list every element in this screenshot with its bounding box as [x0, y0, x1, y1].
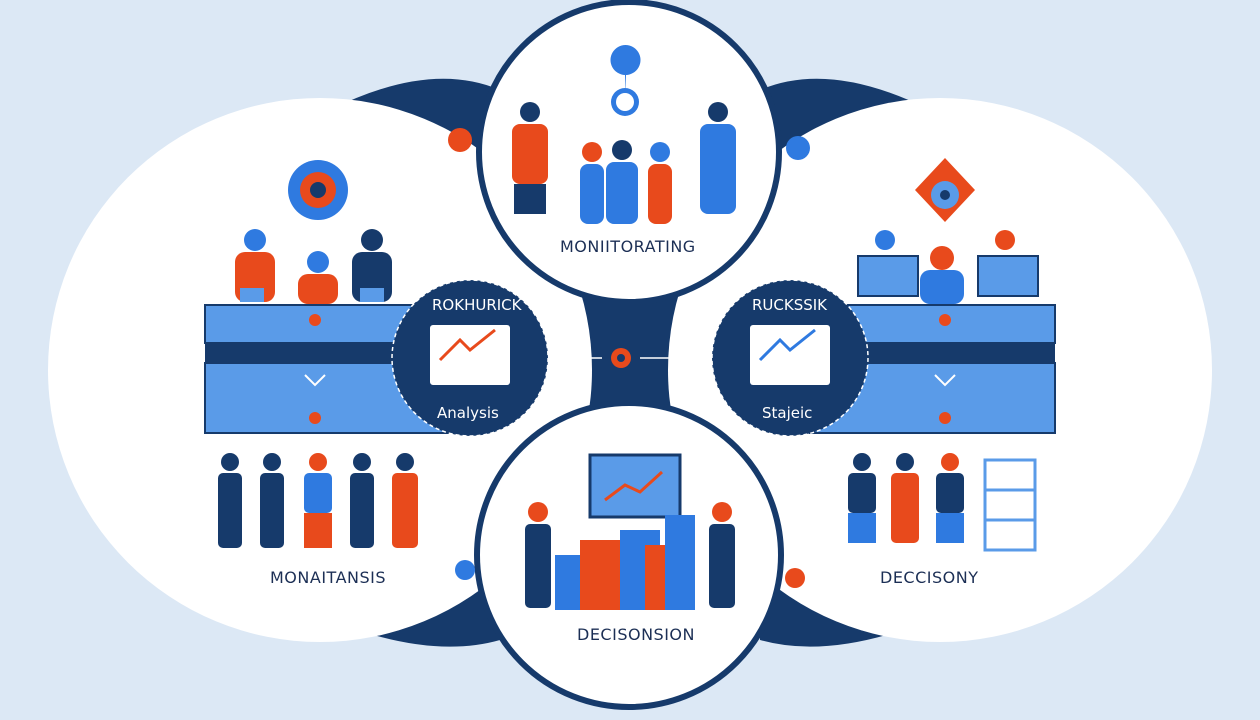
hub-right-title: RUCKSSIK — [752, 296, 828, 314]
flower-icon — [786, 136, 810, 160]
label-left: MONAITANSIS — [270, 568, 386, 587]
hub-left-caption: Analysis — [437, 404, 499, 422]
right-seated-people — [857, 230, 1039, 304]
label-right: DECCISONY — [880, 568, 978, 587]
top-people — [512, 45, 736, 224]
flower-icon — [455, 560, 475, 580]
left-seated-people — [235, 229, 392, 304]
right-standing-people — [848, 453, 1037, 552]
target-icon — [915, 158, 975, 222]
hub-right-caption: Stajeic — [762, 404, 812, 422]
label-bottom: DECISONSION — [577, 625, 695, 644]
flower-icon — [448, 128, 472, 152]
label-top: MONIITORATING — [560, 237, 696, 256]
network-icon — [288, 160, 348, 220]
hub-left-title: ROKHURICK — [432, 296, 523, 314]
left-standing-people — [218, 453, 418, 548]
bottom-scene — [525, 453, 735, 610]
flower-icon — [785, 568, 805, 588]
